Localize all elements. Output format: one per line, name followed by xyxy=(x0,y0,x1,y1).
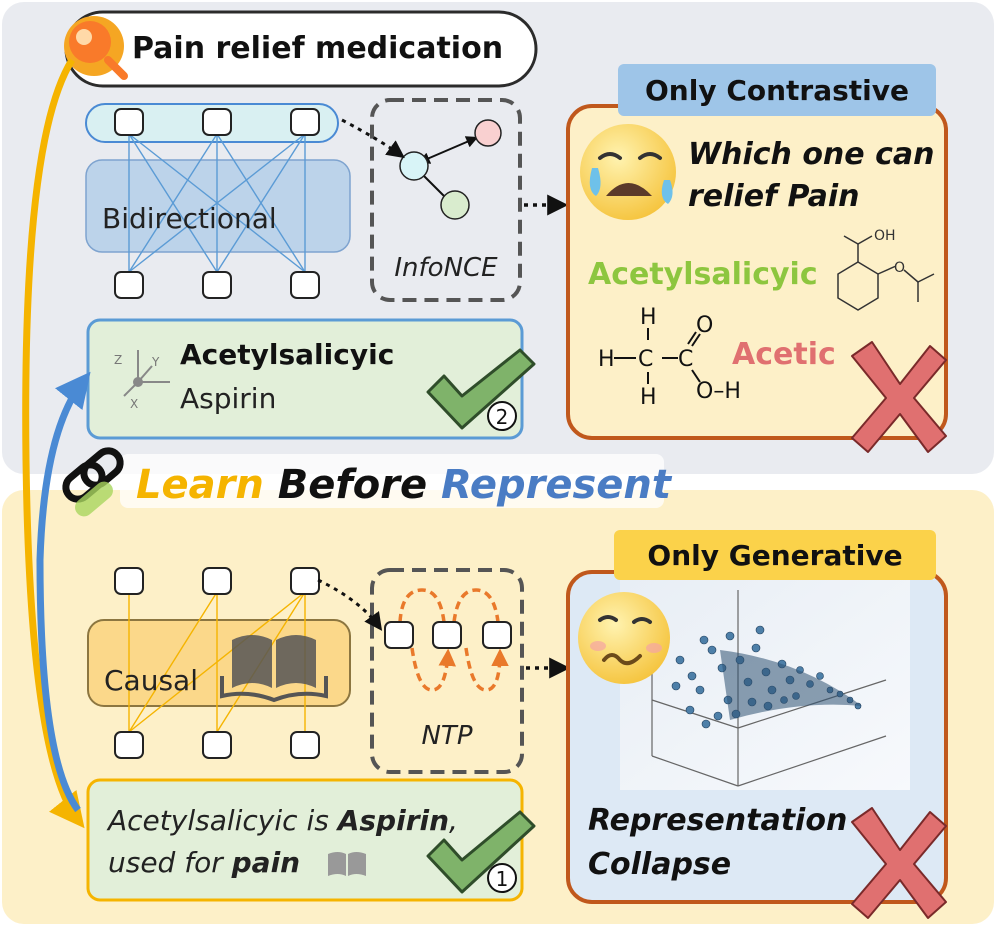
checkmark-icon: 2 xyxy=(426,348,536,431)
check-number-1: 1 xyxy=(496,867,509,891)
loss-label-infonce: InfoNCE xyxy=(394,253,498,283)
checkmark-icon: 1 xyxy=(426,810,536,894)
svg-text:used for pain: used for pain xyxy=(108,846,300,879)
arrow-decoder-to-ntp xyxy=(317,578,383,631)
acetic-h-bottom: H xyxy=(640,385,657,410)
negative-node xyxy=(440,190,470,220)
candidate-wrong: Acetic xyxy=(732,337,836,372)
token-node xyxy=(290,108,320,136)
question-line-1: Which one can xyxy=(688,137,934,172)
query-pill: Pain relief medication xyxy=(64,10,538,88)
token-node xyxy=(202,567,232,595)
generative-panel: Only Generative Representation Collapse xyxy=(566,530,948,919)
aspirin-oh-label: OH xyxy=(874,228,896,244)
cross-icon xyxy=(851,807,947,919)
query-text: Pain relief medication xyxy=(132,31,503,66)
token-node xyxy=(384,621,414,649)
result-line2-pre: used for xyxy=(108,846,232,879)
link-chain-icon xyxy=(62,447,124,517)
result-line1-pre: Acetylsalicyic is xyxy=(106,804,338,837)
token-node xyxy=(290,731,320,759)
anchor-node xyxy=(399,151,429,181)
center-title: Learn Before Represent xyxy=(62,447,673,517)
result-line1-bold: Aspirin xyxy=(336,804,449,837)
svg-text:Acetylsalicyic is Aspirin,: Acetylsalicyic is Aspirin, xyxy=(106,804,458,837)
contrastive-panel: Only Contrastive Which one can relief Pa… xyxy=(566,64,948,453)
contrastive-tag xyxy=(618,64,936,116)
bottom-result-box: Acetylsalicyic is Aspirin, used for pain… xyxy=(86,778,536,902)
token-node xyxy=(432,621,462,649)
open-book-icon xyxy=(220,635,328,703)
check-number-2: 2 xyxy=(496,405,509,429)
result-line1-post: , xyxy=(449,804,458,837)
encoder-label-bidirectional: Bidirectional xyxy=(102,202,277,235)
collapse-caption-line2: Collapse xyxy=(588,847,731,882)
token-node xyxy=(114,567,144,595)
xyz-axes-icon xyxy=(123,350,170,397)
bidirectional-encoder: Bidirectional xyxy=(85,103,351,299)
acetic-oh: O–H xyxy=(696,379,741,404)
infonce-box: InfoNCE xyxy=(370,98,522,302)
aspirin-molecule-icon xyxy=(837,235,935,311)
axis-z-label: Z xyxy=(114,353,122,367)
acetic-h-top: H xyxy=(640,305,657,330)
acetic-c-2: C xyxy=(678,347,693,372)
result-line2-bold: pain xyxy=(231,846,300,879)
generative-tag xyxy=(614,530,936,580)
token-node xyxy=(114,108,144,136)
token-node xyxy=(202,271,232,299)
arrow-encoder-to-infonce xyxy=(341,118,405,159)
question-line-2: relief Pain xyxy=(688,179,860,214)
title-represent: Represent xyxy=(441,462,673,508)
axis-x-label: X xyxy=(130,397,138,411)
result-title: Acetylsalicyic xyxy=(180,338,394,371)
candidate-correct: Acetylsalicyic xyxy=(588,257,818,292)
title-before: Before xyxy=(278,462,427,508)
acetic-c-1: C xyxy=(638,347,653,372)
loss-label-ntp: NTP xyxy=(421,721,472,751)
token-node xyxy=(482,621,512,649)
title-learn: Learn xyxy=(136,462,264,508)
crying-face-icon xyxy=(580,124,676,220)
cross-icon xyxy=(851,341,947,453)
magnifier-icon xyxy=(64,16,128,80)
side-arrow-blue xyxy=(36,371,91,813)
top-result-box: Z Y X Acetylsalicyic Aspirin 2 xyxy=(86,318,536,440)
axis-y-label: Y xyxy=(151,355,160,369)
result-subtitle: Aspirin xyxy=(180,382,276,415)
acetic-h-left: H xyxy=(598,347,615,372)
aspirin-o-label: O xyxy=(894,260,905,276)
causal-decoder: Causal xyxy=(87,567,351,759)
positive-node xyxy=(474,119,502,147)
svg-text:Learn Before: Learn Before Represent xyxy=(136,462,673,508)
ntp-box: NTP xyxy=(370,568,524,774)
acetic-molecule-icon xyxy=(614,328,701,384)
woozy-face-icon xyxy=(578,592,670,684)
token-node xyxy=(114,731,144,759)
collapse-surface xyxy=(720,650,862,720)
token-node xyxy=(290,271,320,299)
acetic-o-top: O xyxy=(696,313,713,338)
side-arrow-gold xyxy=(22,58,85,829)
small-book-icon xyxy=(328,852,366,876)
token-node xyxy=(202,108,232,136)
token-node xyxy=(114,271,144,299)
generative-tag-text: Only Generative xyxy=(647,539,902,572)
encoder-label-causal: Causal xyxy=(104,664,198,697)
contrastive-tag-text: Only Contrastive xyxy=(645,74,909,107)
token-node xyxy=(290,567,320,595)
collapse-caption-line1: Representation xyxy=(588,803,847,838)
token-node xyxy=(202,731,232,759)
